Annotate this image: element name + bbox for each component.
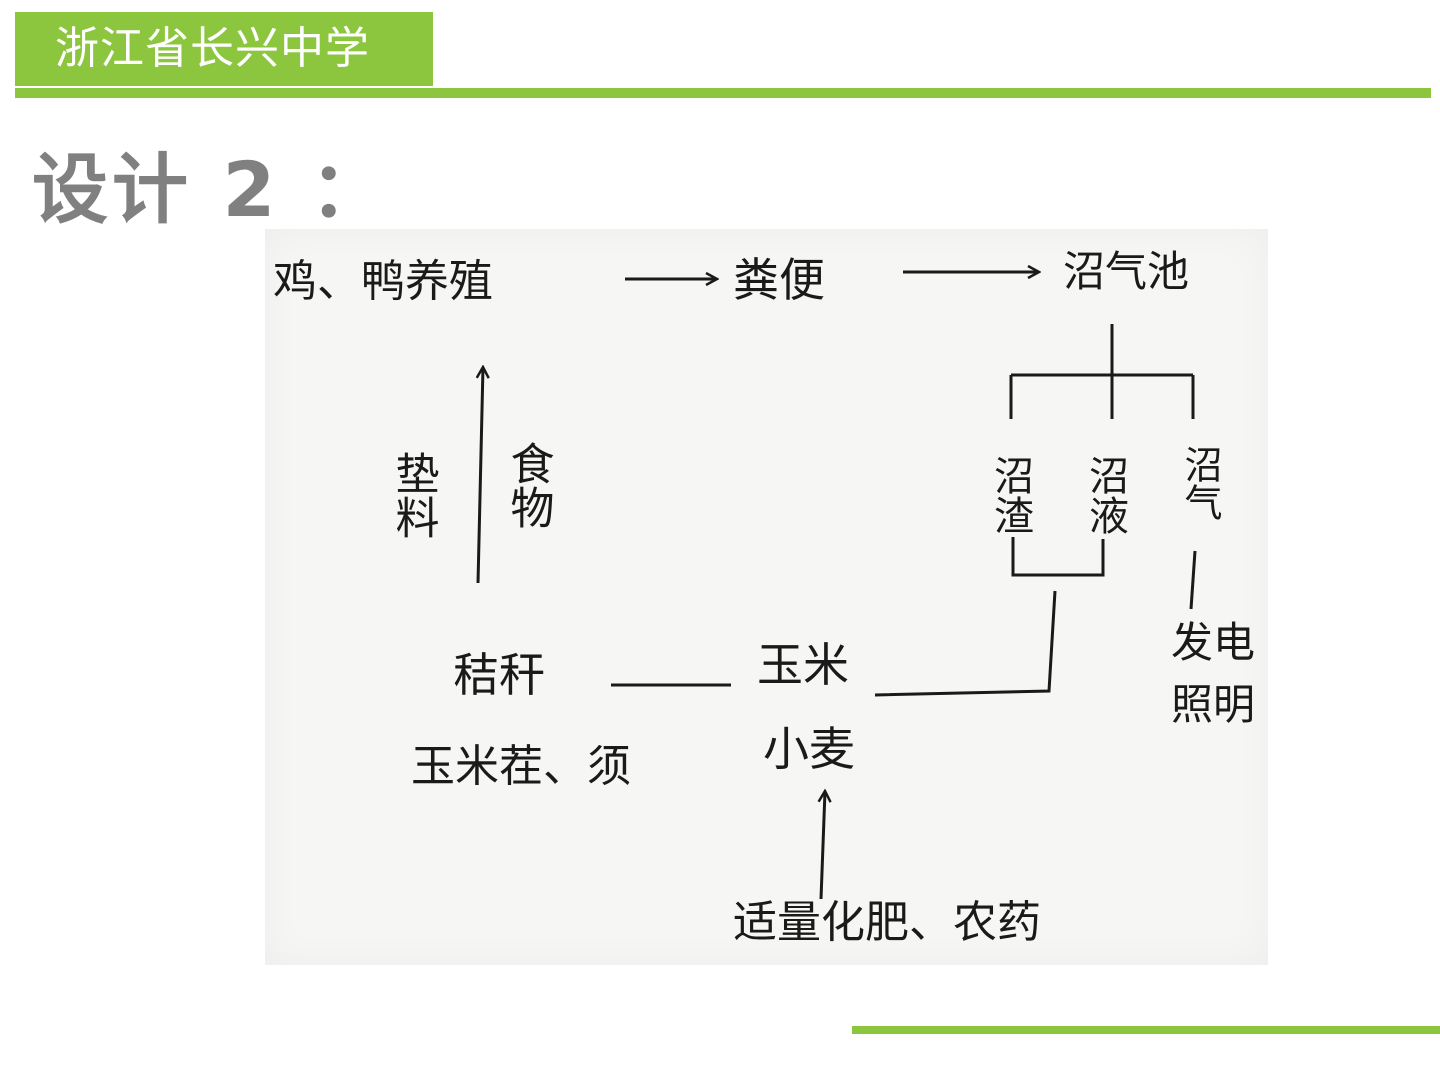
node-residue: 沼渣 [987,455,1033,535]
node-power: 发电 [1171,618,1255,667]
node-corn: 玉米 [757,638,849,692]
svg-text:沼渣: 沼渣 [987,455,1033,535]
node-biogas: 沼气 [1178,445,1222,521]
school-name: 浙江省长兴中学 [55,23,370,74]
slide-title: 设计 2 ： [32,145,390,234]
label-bedding: 垫料 [388,451,439,539]
handwritten-diagram-photo: 鸡、鸭养殖 粪便 沼气池 沼渣 沼液 沼气 发电 照明 [265,229,1268,965]
biogas-to-power-line [1189,550,1197,610]
arrow-crops-to-poultry [478,367,483,584]
node-straw: 秸秆 [453,648,545,702]
header-divider [15,88,1431,98]
footer-divider [852,1026,1440,1034]
residue-liquid-merge-line [874,537,1105,697]
svg-text:沼液: 沼液 [1082,455,1128,535]
diagram-canvas: 鸡、鸭养殖 粪便 沼气池 沼渣 沼液 沼气 发电 照明 [273,247,1255,948]
node-fertilizer: 适量化肥、农药 [733,897,1041,948]
node-corn-parts: 玉米茬、须 [411,741,631,792]
node-manure: 粪便 [733,253,825,307]
svg-text:沼气: 沼气 [1178,445,1222,521]
node-lighting: 照明 [1171,680,1255,729]
node-wheat: 小麦 [763,722,855,776]
arrow-fertilizer-to-crops [821,791,825,900]
node-liquid: 沼液 [1082,455,1128,535]
school-name-banner: 浙江省长兴中学 [15,12,433,86]
node-biogas-pool: 沼气池 [1063,247,1189,296]
node-poultry: 鸡、鸭养殖 [273,256,493,307]
pool-branch-lines [1009,324,1195,419]
label-food: 食物 [503,441,554,529]
